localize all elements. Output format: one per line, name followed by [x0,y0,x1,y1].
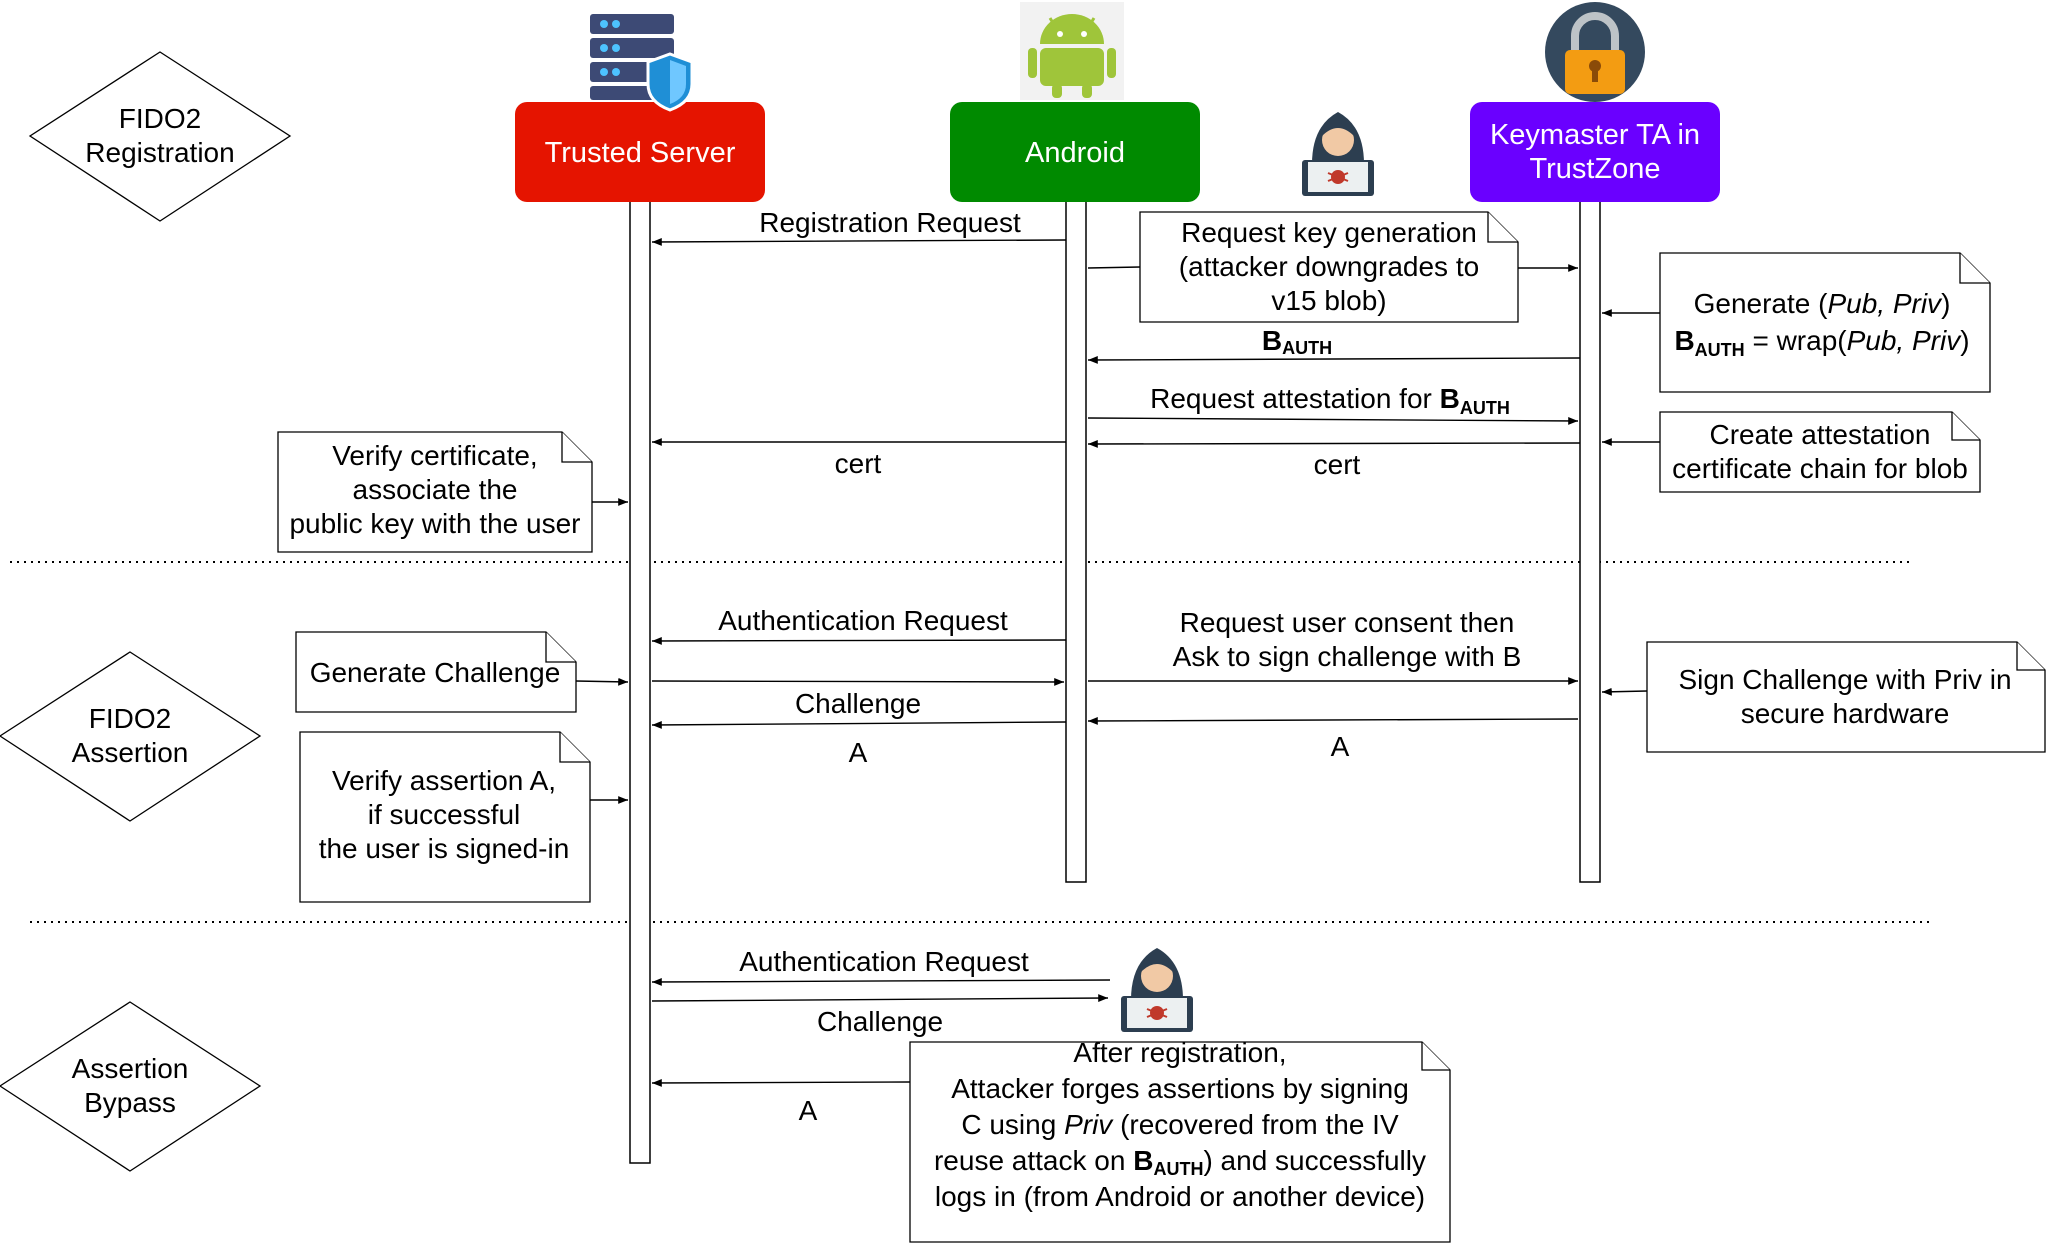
server-shield-icon [590,14,694,112]
label-bauth: BAUTH [1262,325,1332,358]
android-header-label: Android [1025,137,1125,169]
arrow-bauth [1087,356,1581,364]
label-authentication-request: Authentication Request [718,605,1008,636]
note-attacker-line4: reuse attack on BAUTH) and successfully [934,1145,1426,1179]
note-keygen-text: Request key generation(attacker downgrad… [1179,217,1479,316]
arrow-cert-android [1087,440,1581,448]
arrow-bypass-authentication-request [651,978,1111,986]
note-attacker-line1: After registration, [1073,1037,1286,1068]
arrow-bypass-a [651,1079,911,1087]
lifeline-android [1065,199,1087,883]
arrow-a-android [1087,717,1579,725]
arrow-registration-request [651,238,1067,246]
note-keygen: Request key generation(attacker downgrad… [1139,211,1519,323]
note-generate: Generate (Pub, Priv) BAUTH = wrap(Pub, P… [1659,252,1991,393]
arrow-authentication-request [651,637,1067,645]
note-generate-line1: Generate (Pub, Priv) [1694,288,1951,319]
note-generate-challenge: Generate Challenge [295,631,577,713]
lifeline-server [629,199,651,1164]
server-header-label: Trusted Server [545,137,736,169]
arrow-generate-challenge [575,677,629,686]
arrow-sign-challenge [1601,687,1648,696]
note-generate-line2: BAUTH = wrap(Pub, Priv) [1674,325,1969,360]
label-a-server: A [849,737,868,768]
note-attacker-line2: Attacker forges assertions by signing [951,1073,1409,1104]
note-generate-challenge-text: Generate Challenge [310,657,561,688]
note-attacker-line5: logs in (from Android or another device) [935,1181,1425,1212]
label-cert-server: cert [835,448,882,479]
hacker-icon [1121,948,1193,1032]
hacker-icon [1302,112,1374,196]
server-header-box [515,102,765,202]
arrow-keygen-left [1087,266,1141,269]
participant-server: Trusted Server [515,102,765,202]
arrow-a-server [651,721,1067,729]
label-challenge: Challenge [795,688,921,719]
arrow-challenge [651,678,1065,686]
keymaster-header-box [1470,102,1720,202]
arrow-request-attestation [1087,417,1579,425]
participant-android: Android [950,102,1200,202]
label-a-android: A [1331,731,1350,762]
label-bypass-challenge: Challenge [817,1006,943,1037]
note-attacker: After registration, Attacker forges asse… [909,1037,1451,1243]
label-bypass-a: A [799,1095,818,1126]
arrow-bypass-challenge [651,994,1109,1002]
label-request-attestation: Request attestation for BAUTH [1150,383,1510,418]
label-registration-request: Registration Request [759,207,1021,238]
lifeline-keymaster [1579,199,1601,883]
label-bypass-authentication-request: Authentication Request [739,946,1029,977]
note-attacker-line3: C using Priv (recovered from the IV [961,1109,1399,1140]
android-robot-icon [1020,2,1124,100]
label-cert-android: cert [1314,449,1361,480]
padlock-icon [1545,2,1645,102]
android-header-box [950,102,1200,202]
